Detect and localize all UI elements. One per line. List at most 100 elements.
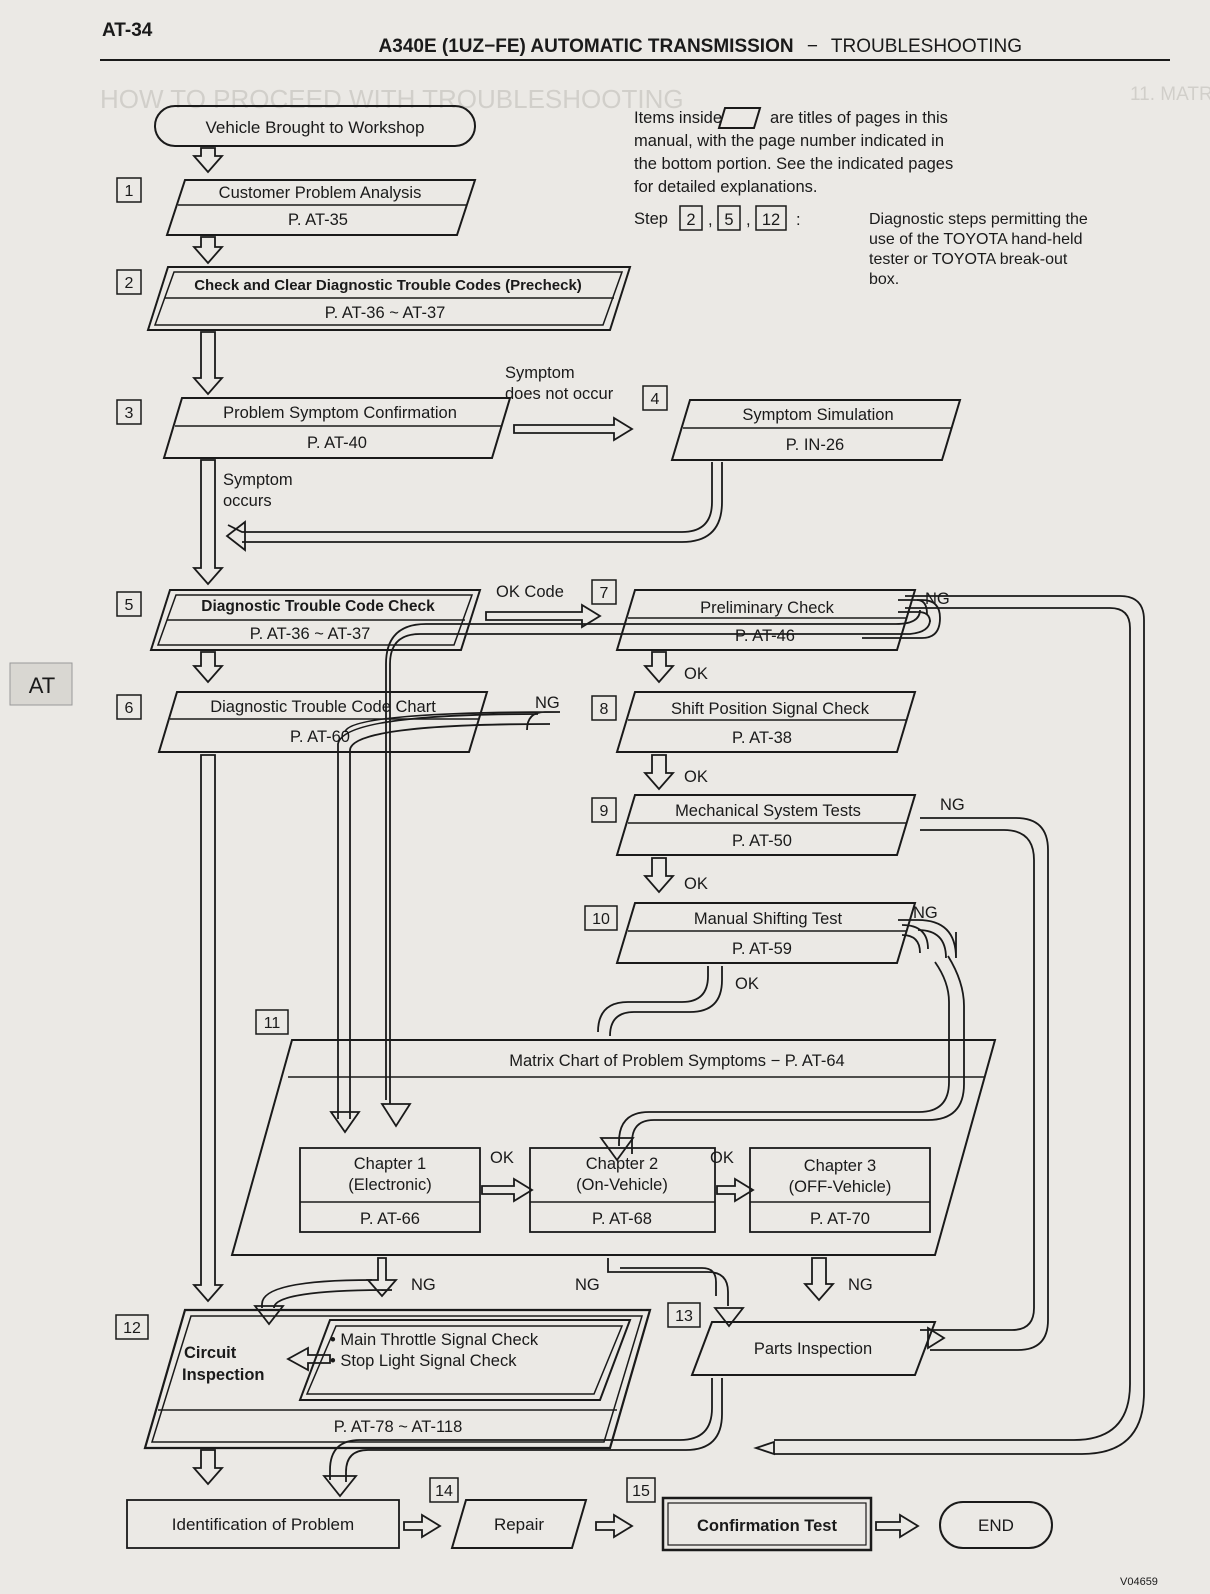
- label-ng-ch1: NG: [411, 1276, 436, 1294]
- step-4-symptom-simulation: [670, 399, 962, 461]
- step-8-page: P. AT-38: [732, 729, 792, 747]
- bleed-through-text: HOW TO PROCEED WITH TROUBLESHOOTING 11. …: [100, 84, 1210, 114]
- svg-text:use of the TOYOTA hand-held: use of the TOYOTA hand-held: [869, 231, 1082, 248]
- identification-of-problem-box: [126, 1499, 400, 1549]
- chapter-1-sub: (Electronic): [348, 1176, 431, 1194]
- signal-checks-box: [298, 1319, 632, 1401]
- step-1-title: Customer Problem Analysis: [219, 184, 422, 202]
- label-ng-step-7: NG: [925, 590, 950, 608]
- svg-text:5: 5: [724, 211, 733, 229]
- stop-light-signal-check: • Stop Light Signal Check: [330, 1352, 517, 1370]
- step-10-manual-shifting-test: [615, 902, 917, 964]
- step-14-title: Repair: [494, 1515, 544, 1534]
- step-number-7: 7: [600, 585, 609, 602]
- label-ok-ch1-ch2: OK: [490, 1149, 514, 1167]
- step-15-title: Confirmation Test: [697, 1517, 837, 1535]
- legend-parallelogram-icon: [717, 107, 762, 129]
- step-number-13: 13: [675, 1308, 693, 1325]
- step-number-6: 6: [125, 700, 134, 717]
- step-9-title: Mechanical System Tests: [675, 802, 861, 820]
- step-10-page: P. AT-59: [732, 940, 792, 958]
- label-ng-step-10: NG: [913, 904, 938, 922]
- step-number-10: 10: [592, 911, 610, 928]
- step-12-circuit-inspection: [143, 1308, 652, 1450]
- identification-of-problem: Identification of Problem: [172, 1515, 354, 1534]
- step-2-page: P. AT-36 ~ AT-37: [325, 304, 446, 322]
- chapter-2-sub: (On-Vehicle): [576, 1176, 668, 1194]
- step-6-title: Diagnostic Trouble Code Chart: [210, 698, 436, 716]
- start-label: Vehicle Brought to Workshop: [206, 118, 425, 137]
- chapter-3-title: Chapter 3: [804, 1157, 876, 1175]
- label-ok-after-step-8: OK: [684, 768, 708, 786]
- step-number-14: 14: [435, 1483, 453, 1500]
- svg-text:2: 2: [686, 211, 695, 229]
- svg-text:tester or TOYOTA break-out: tester or TOYOTA break-out: [869, 251, 1068, 268]
- step-11-matrix-chart: [230, 1039, 997, 1256]
- start-node: [154, 105, 476, 147]
- step-4-page: P. IN-26: [786, 436, 844, 454]
- side-tab-at: AT: [29, 673, 55, 698]
- step-11-title: Matrix Chart of Problem Symptoms − P. AT…: [509, 1052, 844, 1070]
- step-14-repair: [450, 1499, 588, 1549]
- svg-text:11. MATRIX CHART OF PROBLEM SY: 11. MATRIX CHART OF PROBLEM SYMPTOMS: [1130, 84, 1210, 105]
- step-5-title: Diagnostic Trouble Code Check: [201, 598, 435, 615]
- label-symptom-occurs-1: Symptom: [223, 471, 293, 489]
- step-3-problem-symptom-confirmation: [162, 397, 512, 459]
- end-node: [939, 1501, 1053, 1549]
- connectors: [192, 147, 1145, 1539]
- chapter-2-box: [529, 1147, 716, 1233]
- step-12-title-2: Inspection: [182, 1366, 265, 1384]
- step-12-title-1: Circuit: [184, 1344, 237, 1362]
- end-label: END: [978, 1516, 1014, 1535]
- page-title: A340E (1UZ−FE) AUTOMATIC TRANSMISSION − …: [379, 36, 1022, 57]
- svg-text:HOW TO PROCEED WITH TROUBLESHO: HOW TO PROCEED WITH TROUBLESHOOTING: [100, 84, 684, 114]
- step-number-3: 3: [125, 405, 134, 422]
- svg-text:Diagnostic steps permitting th: Diagnostic steps permitting the: [869, 211, 1088, 228]
- label-symptom-does-not-occur-2: does not occur: [505, 385, 614, 403]
- svg-text:Items inside: Items inside: [634, 109, 722, 127]
- label-ok-after-step-9: OK: [684, 875, 708, 893]
- label-ng-step-6: NG: [535, 694, 560, 712]
- main-throttle-signal-check: • Main Throttle Signal Check: [330, 1331, 539, 1349]
- svg-text:manual, with the page number i: manual, with the page number indicated i…: [634, 132, 944, 150]
- label-ng-ch2: NG: [575, 1276, 600, 1294]
- step-3-title: Problem Symptom Confirmation: [223, 404, 457, 422]
- svg-text:,: ,: [746, 211, 751, 229]
- step-8-title: Shift Position Signal Check: [671, 700, 870, 718]
- label-ng-ch3: NG: [848, 1276, 873, 1294]
- chapter-2-title: Chapter 2: [586, 1155, 658, 1173]
- step-2-title: Check and Clear Diagnostic Trouble Codes…: [194, 277, 582, 294]
- step-2-check-and-clear-dtc: [146, 266, 632, 331]
- page-id: AT-34: [102, 20, 153, 41]
- label-symptom-does-not-occur-1: Symptom: [505, 364, 575, 382]
- step-12-page: P. AT-78 ~ AT-118: [334, 1418, 463, 1436]
- side-tab-box: [9, 662, 73, 706]
- step-13-title: Parts Inspection: [754, 1340, 872, 1358]
- step-7-preliminary-check: [615, 589, 917, 651]
- label-ok-ch2-ch3: OK: [710, 1149, 734, 1167]
- chapter-1-page: P. AT-66: [360, 1210, 420, 1228]
- step-number-4: 4: [651, 391, 660, 408]
- chapter-1-box: [299, 1147, 481, 1233]
- step-15-confirmation-test: [661, 1496, 873, 1552]
- step-9-mechanical-system-tests: [615, 794, 917, 856]
- svg-text:Step: Step: [634, 210, 668, 228]
- step-1-customer-problem-analysis: [165, 179, 477, 236]
- svg-text::: :: [796, 211, 801, 229]
- step-1-page: P. AT-35: [288, 211, 348, 229]
- figure-code: V04659: [1120, 1576, 1158, 1588]
- step-number-1: 1: [125, 183, 134, 200]
- svg-text:12: 12: [762, 211, 780, 229]
- step-4-title: Symptom Simulation: [742, 406, 893, 424]
- step-3-page: P. AT-40: [307, 434, 367, 452]
- chapter-3-sub: (OFF-Vehicle): [789, 1178, 892, 1196]
- step-6-dtc-chart: [157, 691, 489, 753]
- label-ok-after-step-7: OK: [684, 665, 708, 683]
- step-number-9: 9: [600, 803, 609, 820]
- step-number-12: 12: [123, 1320, 141, 1337]
- step-number-5: 5: [125, 597, 134, 614]
- step-7-title: Preliminary Check: [700, 599, 835, 617]
- step-6-page: P. AT-60: [290, 728, 350, 746]
- step-10-title: Manual Shifting Test: [694, 910, 843, 928]
